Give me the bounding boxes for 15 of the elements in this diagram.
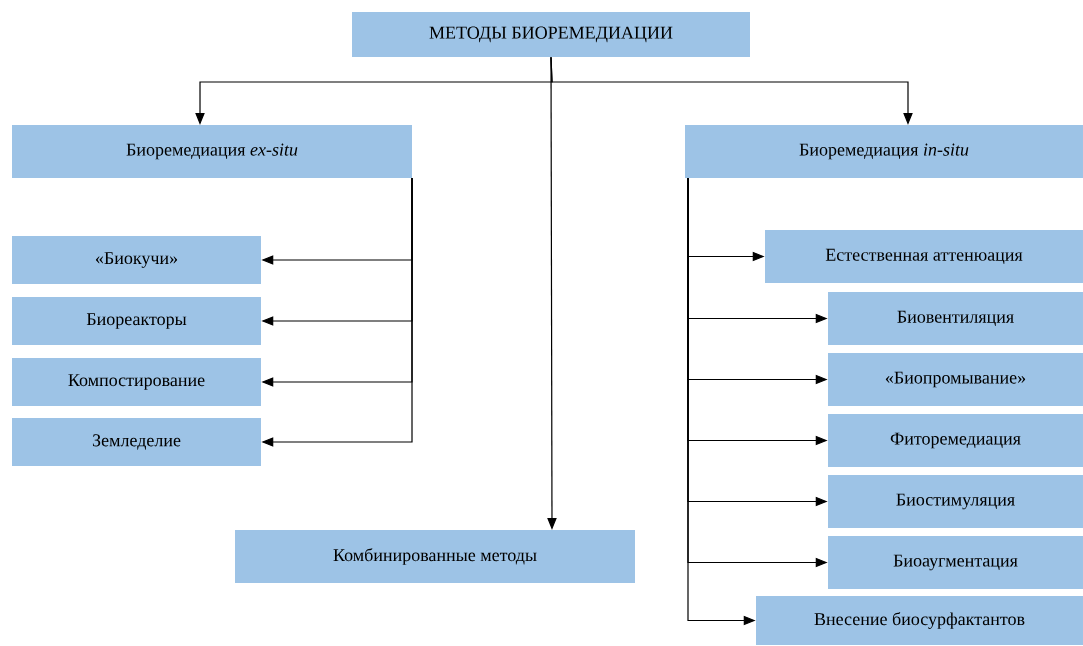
- method-box: Биореакторы: [12, 297, 261, 345]
- method-box: Земледелие: [12, 418, 261, 466]
- method-box: Биовентиляция: [828, 292, 1083, 345]
- method-box: Биостимуляция: [828, 475, 1083, 528]
- method-box: Фиторемедиация: [828, 414, 1083, 467]
- method-box: Биоаугментация: [828, 536, 1083, 589]
- method-box: Естественная аттенюация: [765, 230, 1083, 283]
- method-box: Биоремедиация ex-situ: [12, 125, 412, 178]
- method-box: Внесение биосурфактантов: [756, 596, 1083, 645]
- method-box: «Биокучи»: [12, 236, 261, 284]
- method-box: «Биопромывание»: [828, 353, 1083, 406]
- method-box: Биоремедиация in-situ: [685, 125, 1083, 178]
- method-box: Комбинированные методы: [235, 530, 635, 583]
- method-box: Компостирование: [12, 358, 261, 406]
- title-box: МЕТОДЫ БИОРЕМЕДИАЦИИ: [352, 12, 750, 57]
